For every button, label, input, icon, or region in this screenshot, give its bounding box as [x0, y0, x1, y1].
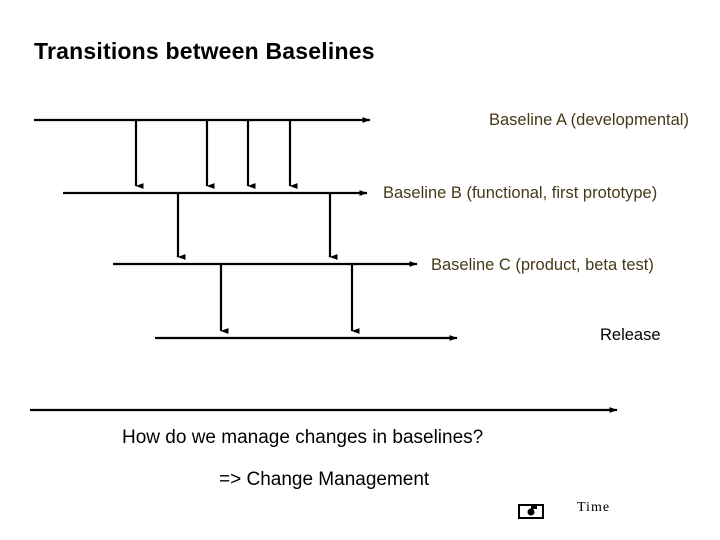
baseline-a-label: Baseline A (developmental)	[489, 111, 689, 129]
camera-icon-lens	[527, 508, 535, 515]
baseline-b-label: Baseline B (functional, first prototype)	[383, 184, 658, 202]
baseline-c-label: Baseline C (product, beta test)	[431, 256, 654, 274]
release-label: Release	[600, 326, 661, 344]
camera-icon-body	[520, 505, 542, 517]
camera-icon-bump	[531, 505, 538, 509]
page-title: Transitions between Baselines	[34, 38, 375, 64]
answer-text: => Change Management	[219, 469, 430, 490]
question-text: How do we manage changes in baselines?	[122, 427, 484, 448]
time-axis-label: Time	[577, 500, 611, 515]
camera-icon	[518, 504, 544, 519]
